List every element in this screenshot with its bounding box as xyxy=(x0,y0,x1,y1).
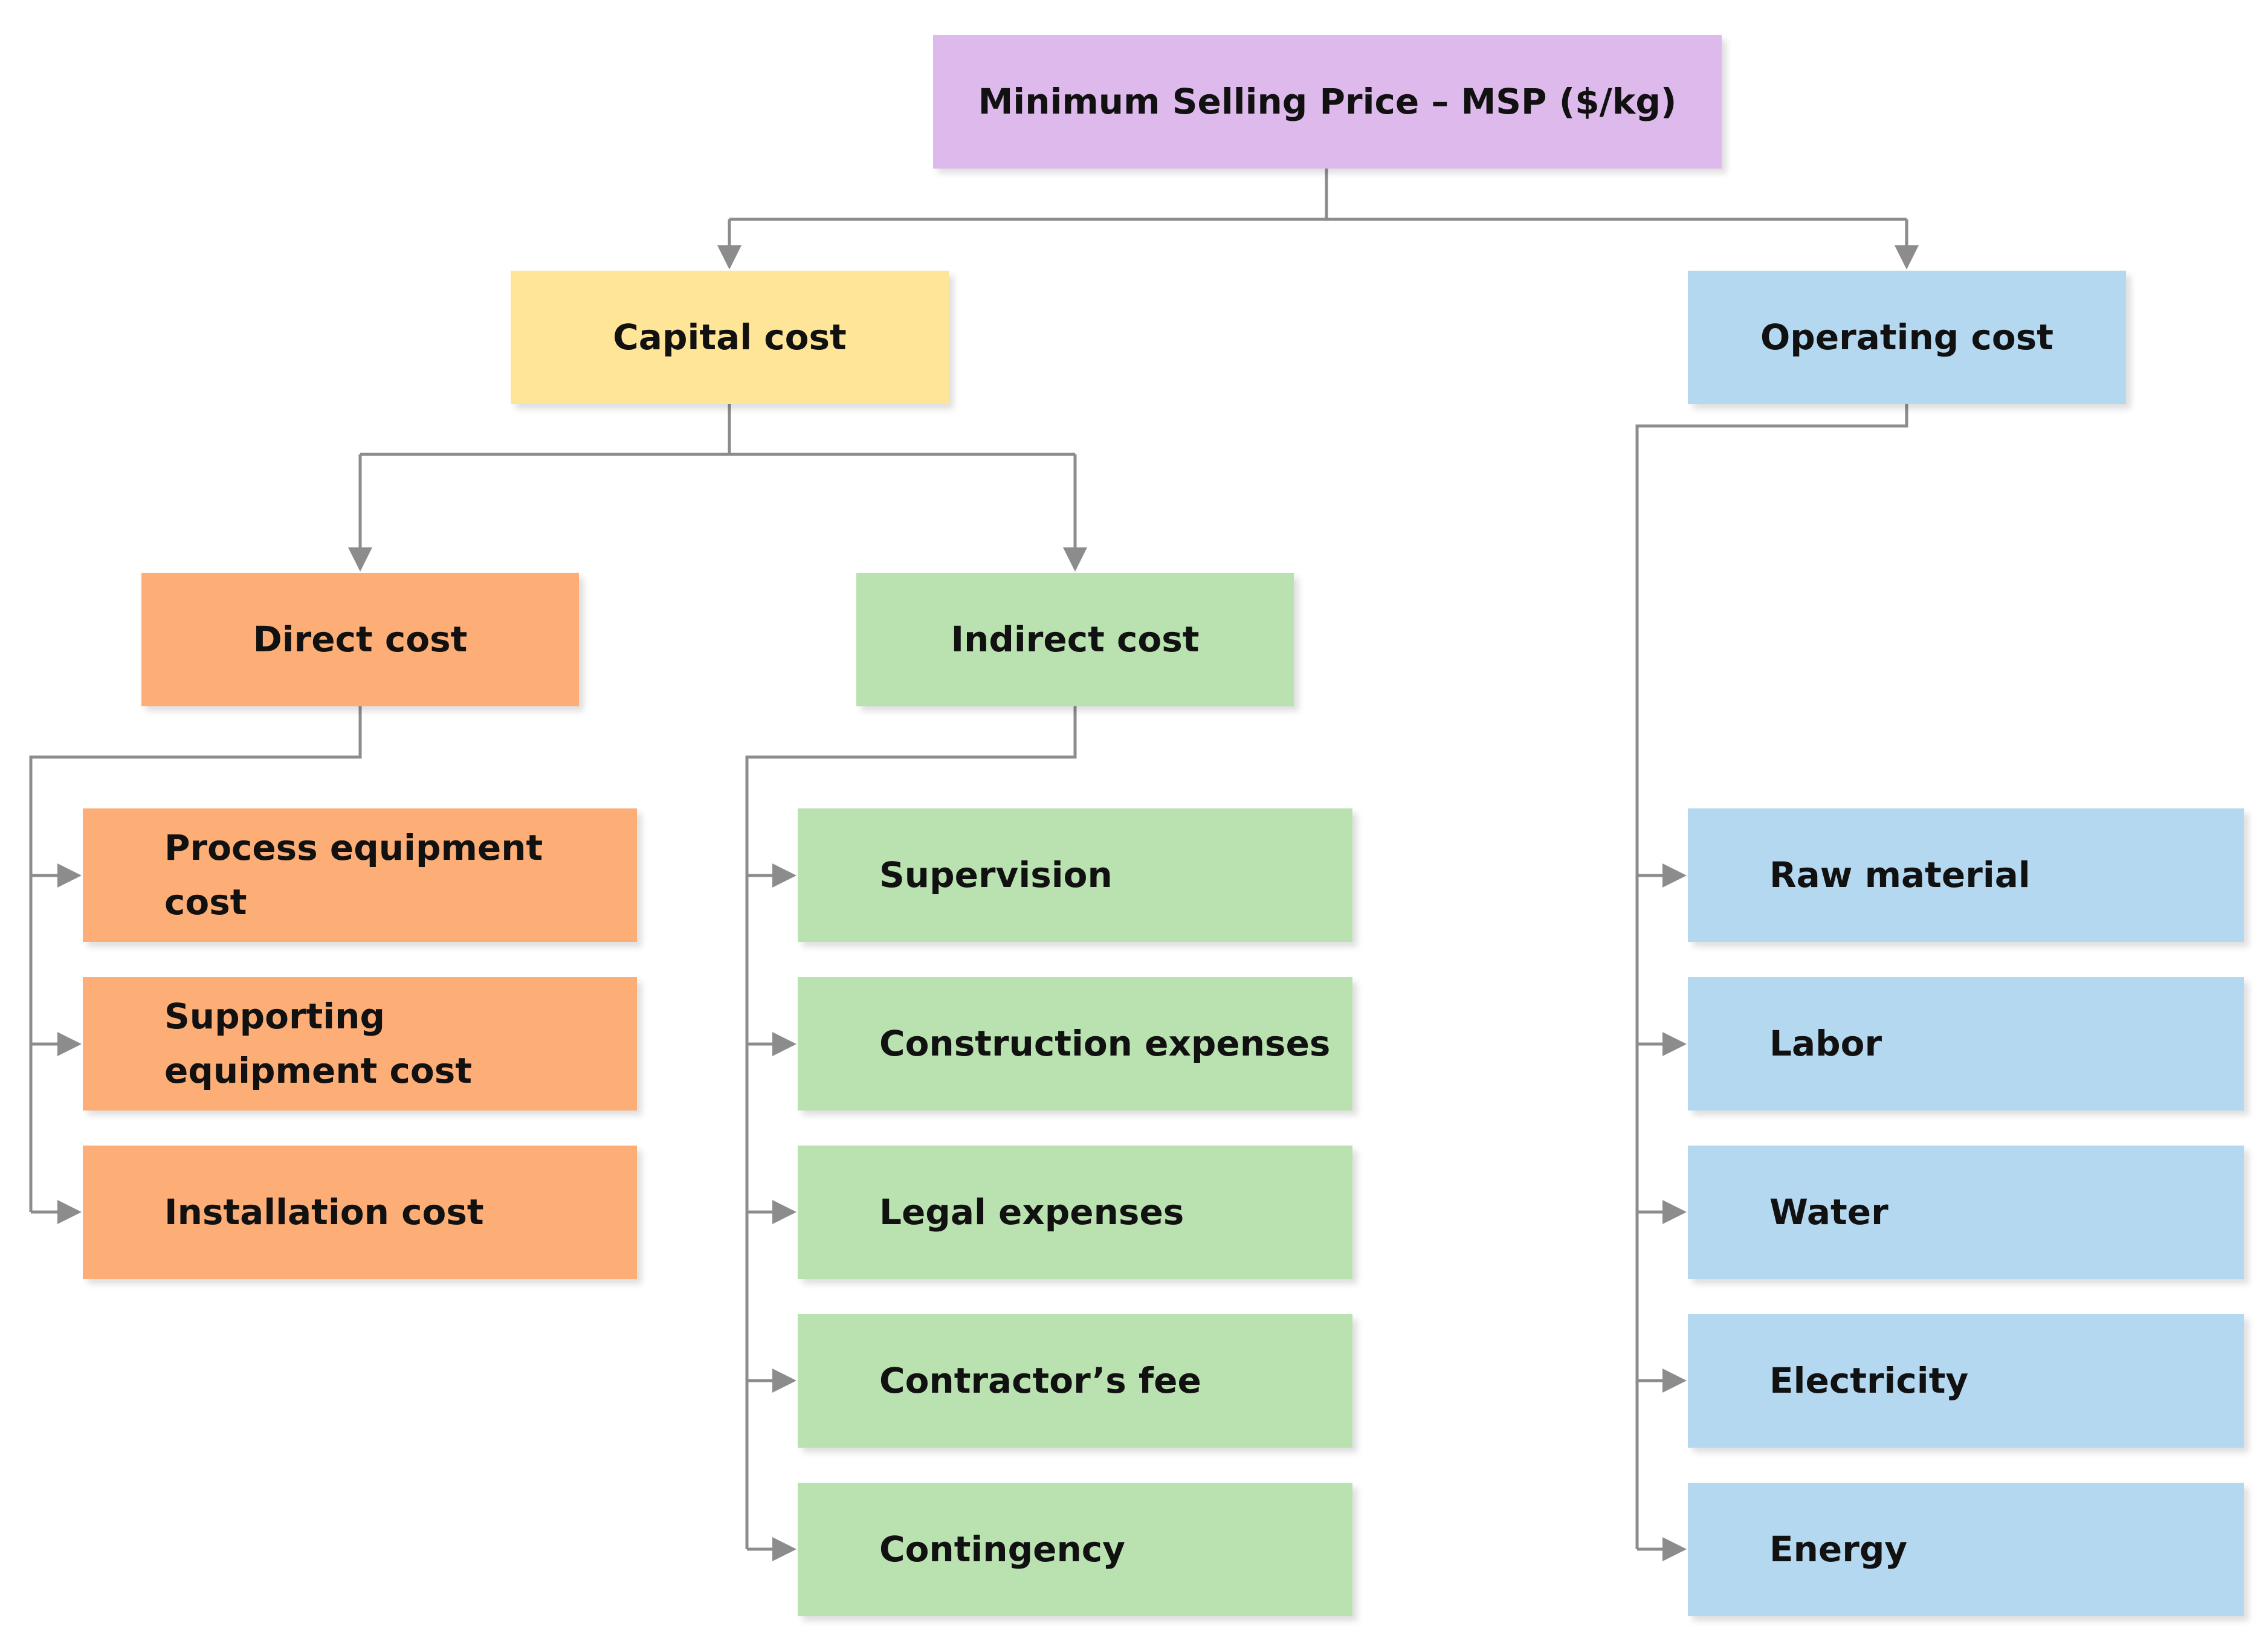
node-operating-cost: Operating cost xyxy=(1688,271,2126,404)
node-label: Water xyxy=(1769,1191,1888,1233)
connector-direct-trunk xyxy=(29,706,362,1212)
connector-operating-trunk xyxy=(1635,404,1908,1549)
node-label: Process equipment cost xyxy=(164,827,543,923)
node-label: Construction expenses xyxy=(879,1022,1331,1064)
node-label: Energy xyxy=(1769,1528,1908,1570)
node-water: Water xyxy=(1688,1146,2244,1279)
node-installation-cost: Installation cost xyxy=(83,1146,637,1279)
node-indirect-cost: Indirect cost xyxy=(856,573,1294,706)
node-label: Legal expenses xyxy=(879,1191,1184,1233)
node-label: Electricity xyxy=(1769,1359,1969,1401)
node-label: Labor xyxy=(1769,1022,1882,1064)
node-minimum-selling-price: Minimum Selling Price – MSP ($/kg) xyxy=(933,35,1722,169)
node-label: Minimum Selling Price – MSP ($/kg) xyxy=(978,80,1677,122)
node-label: Contractor’s fee xyxy=(879,1359,1201,1401)
node-raw-material: Raw material xyxy=(1688,808,2244,942)
node-supervision: Supervision xyxy=(798,808,1352,942)
node-labor: Labor xyxy=(1688,977,2244,1111)
node-label: Direct cost xyxy=(253,618,468,660)
connector-indirect-trunk xyxy=(745,706,1077,1549)
node-label: Indirect cost xyxy=(951,618,1200,660)
node-label: Capital cost xyxy=(613,316,847,358)
node-direct-cost: Direct cost xyxy=(141,573,579,706)
node-process-equipment-cost: Process equipment cost xyxy=(83,808,637,942)
node-legal-expenses: Legal expenses xyxy=(798,1146,1352,1279)
node-construction-expenses: Construction expenses xyxy=(798,977,1352,1111)
node-supporting-equipment-cost: Supporting equipment cost xyxy=(83,977,637,1111)
node-contractors-fee: Contractor’s fee xyxy=(798,1314,1352,1448)
node-label: Supporting equipment cost xyxy=(164,995,473,1091)
node-label: Installation cost xyxy=(164,1191,484,1233)
node-electricity: Electricity xyxy=(1688,1314,2244,1448)
node-label: Supervision xyxy=(879,854,1113,895)
node-capital-cost: Capital cost xyxy=(511,271,949,404)
node-energy: Energy xyxy=(1688,1483,2244,1616)
node-label: Operating cost xyxy=(1760,316,2053,358)
node-contingency: Contingency xyxy=(798,1483,1352,1616)
node-label: Raw material xyxy=(1769,854,2031,895)
node-label: Contingency xyxy=(879,1528,1125,1570)
